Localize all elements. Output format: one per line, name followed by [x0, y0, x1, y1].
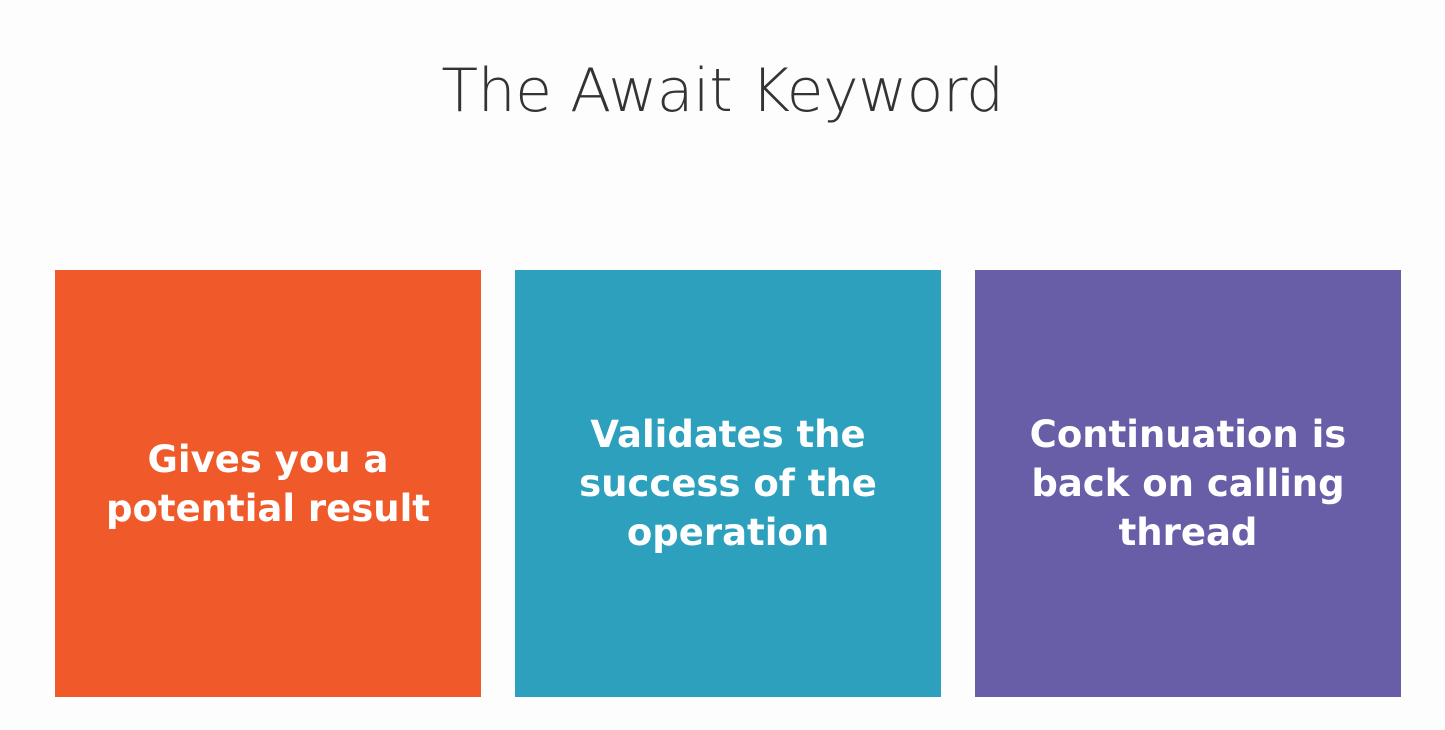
- card-continuation: Continuation is back on calling thread: [975, 270, 1401, 697]
- card-potential-result-text: Gives you a potential result: [105, 437, 430, 530]
- slide-title: The Await Keyword: [441, 56, 1004, 126]
- card-continuation-text: Continuation is back on calling thread: [1029, 413, 1347, 554]
- card-potential-result: Gives you a potential result: [55, 270, 481, 697]
- card-validates-success-text: Validates the success of the operation: [579, 413, 877, 554]
- card-validates-success: Validates the success of the operation: [515, 270, 941, 697]
